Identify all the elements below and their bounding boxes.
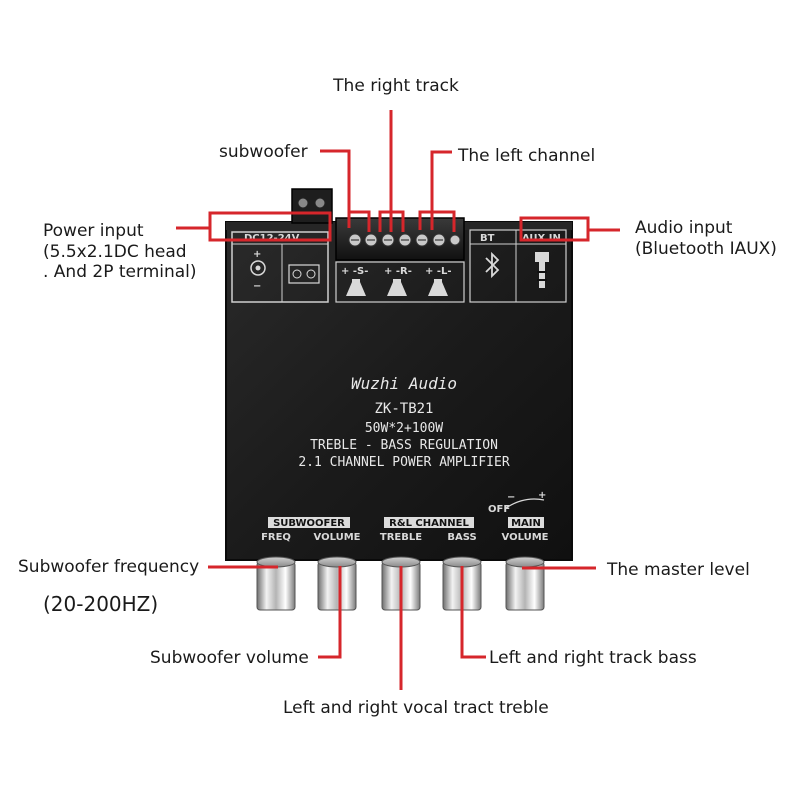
subwoofer-group-label: SUBWOOFER xyxy=(273,518,345,529)
main-group-badge xyxy=(508,517,544,528)
freq-knob[interactable] xyxy=(256,556,296,611)
audio-input-detail: (Bluetooth IAUX) xyxy=(635,239,777,259)
terminal-screws xyxy=(348,233,461,247)
dc-minus-icon: − xyxy=(253,281,261,292)
aux-jack-icon xyxy=(535,252,549,262)
sub-freq-label: Subwoofer frequency xyxy=(18,557,199,577)
subwoofer-bracket xyxy=(349,210,371,232)
feature-line: TREBLE - BASS REGULATION xyxy=(310,438,498,453)
rl-group-badge xyxy=(384,517,474,528)
left-channel-bracket xyxy=(418,210,456,232)
dc-polarity-icon xyxy=(250,260,266,276)
bass-leader xyxy=(460,566,486,659)
minus-label: − xyxy=(507,492,515,503)
terminal-s-label: + -S- xyxy=(341,266,368,277)
brand-name: Wuzhi Audio xyxy=(351,374,457,393)
rl-group-label: R&L CHANNEL xyxy=(389,518,469,529)
board-branding: Wuzhi Audio ZK-TB21 50W*2+100W TREBLE - … xyxy=(298,374,509,470)
power-terminal-block xyxy=(291,188,333,224)
power-spec: 50W*2+100W xyxy=(365,421,443,436)
subwoofer-leader xyxy=(320,149,351,228)
power-input-detail-2: . And 2P terminal) xyxy=(43,262,197,282)
speaker-icon xyxy=(387,282,407,296)
speaker-terminal-block xyxy=(335,217,465,261)
sub-volume-label: Subwoofer volume xyxy=(150,648,309,668)
sub-volume-leader xyxy=(318,566,342,659)
bluetooth-icon xyxy=(485,251,500,279)
speaker-icon xyxy=(428,282,448,296)
bt-label: BT xyxy=(480,233,495,244)
treble-label: Left and right vocal tract treble xyxy=(283,698,549,718)
sub-volume-knob-label: VOLUME xyxy=(314,532,361,543)
sub-volume-knob[interactable] xyxy=(317,556,357,611)
left-channel-label: The left channel xyxy=(457,146,595,166)
terminal-polarity-icon xyxy=(288,264,320,284)
leader-lines xyxy=(176,110,620,690)
audio-input-label: Audio input xyxy=(635,218,733,238)
freq-knob-label: FREQ xyxy=(261,532,291,543)
bass-knob-label: BASS xyxy=(447,532,476,543)
right-track-bracket xyxy=(378,210,405,232)
terminal-label-panel: + -S- + -R- + -L- xyxy=(335,261,465,303)
knob-group-labels: SUBWOOFER R&L CHANNEL MAIN OFF − + FREQ … xyxy=(261,490,549,543)
main-group-label: MAIN xyxy=(511,518,541,529)
plus-label: + xyxy=(538,490,546,501)
power-input-detail-1: (5.5x2.1DC head xyxy=(43,242,187,262)
treble-knob-label: TREBLE xyxy=(380,532,422,543)
volume-arc-icon xyxy=(505,498,545,509)
model-name: ZK-TB21 xyxy=(374,401,433,417)
main-volume-knob-label: VOLUME xyxy=(502,532,549,543)
terminal-l-label: + -L- xyxy=(425,266,452,277)
bass-label: Left and right track bass xyxy=(489,648,697,668)
subwoofer-label: subwoofer xyxy=(219,142,308,162)
main-volume-knob[interactable] xyxy=(505,556,545,611)
terminal-r-label: + -R- xyxy=(384,266,412,277)
power-input-label: Power input xyxy=(43,221,144,241)
left-channel-leader xyxy=(430,150,452,230)
audio-input-bracket xyxy=(519,216,590,242)
power-input-bracket xyxy=(208,211,332,242)
speaker-icon xyxy=(346,282,366,296)
right-track-label: The right track xyxy=(332,76,459,96)
master-level-label: The master level xyxy=(606,560,750,580)
subwoofer-group-badge xyxy=(268,517,350,528)
annotation-labels: The right track subwoofer The left chann… xyxy=(18,76,777,718)
sub-freq-range: (20-200HZ) xyxy=(43,592,158,616)
product-line: 2.1 CHANNEL POWER AMPLIFIER xyxy=(298,455,509,470)
off-label: OFF xyxy=(488,504,510,515)
dc-plus-icon: + xyxy=(253,249,261,260)
